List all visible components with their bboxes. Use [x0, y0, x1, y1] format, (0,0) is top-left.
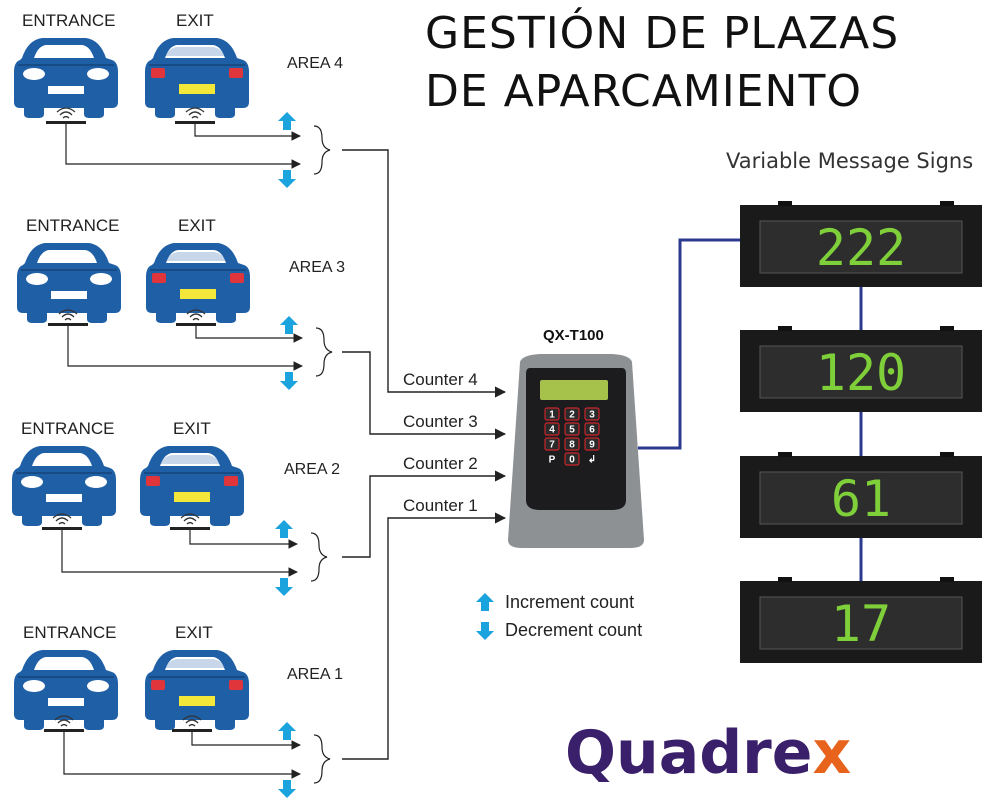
vms-title: Variable Message Signs	[726, 149, 973, 173]
area-2-group: ENTRANCE EXIT AREA 2	[12, 419, 340, 596]
exit-label: EXIT	[173, 419, 211, 438]
keypad-key	[584, 407, 600, 421]
area-4-group: ENTRANCE EXIT AREA 4	[14, 11, 343, 188]
increment-arrow-icon	[275, 520, 293, 538]
entrance-label: ENTRANCE	[23, 623, 117, 642]
message-sign: 222	[740, 201, 982, 287]
keypad-key	[545, 453, 559, 465]
decrement-arrow-icon	[275, 578, 293, 596]
entrance-sensor-icon	[45, 107, 87, 125]
device-display	[540, 380, 608, 400]
counter-4-label: Counter 4	[403, 370, 478, 389]
legend-increment-label: Increment count	[505, 592, 634, 612]
counter-2-wire	[342, 470, 507, 558]
counter-4-wire	[342, 149, 507, 398]
logo-text: Quadrex	[565, 718, 851, 788]
counter-3-wire	[342, 351, 507, 440]
counter-2-label: Counter 2	[403, 454, 478, 473]
exit-sensor-icon	[169, 513, 211, 531]
keypad-key-label: ↲	[588, 455, 596, 466]
keypad-key-label: 0	[569, 455, 575, 466]
quadrex-logo: Quadrex	[565, 718, 851, 788]
area-1-group: ENTRANCE EXIT AREA 1	[14, 623, 343, 798]
sign-value: 17	[831, 595, 891, 653]
entrance-label: ENTRANCE	[26, 216, 120, 235]
keypad-key	[584, 422, 600, 436]
exit-car-icon	[145, 650, 249, 730]
keypad-key-label: 4	[549, 425, 555, 436]
device-name: QX-T100	[543, 327, 604, 344]
keypad-key-label: P	[549, 455, 556, 466]
entrance-label: ENTRANCE	[21, 419, 115, 438]
sign-value: 222	[816, 219, 906, 277]
sign-value: 61	[831, 470, 891, 528]
keypad-key-label: 7	[549, 440, 555, 451]
entrance-car-icon	[17, 243, 121, 323]
sign-cable	[638, 238, 742, 450]
keypad-key-label: 9	[589, 440, 595, 451]
keypad-key-label: 2	[569, 410, 575, 421]
message-sign: 61	[740, 452, 982, 538]
increment-arrow-icon	[278, 112, 296, 130]
message-sign: 120	[740, 326, 982, 412]
area-4-label: AREA 4	[287, 55, 343, 72]
controller-device	[508, 354, 644, 548]
title-line-1: GESTIÓN DE PLAZAS	[425, 6, 899, 59]
keypad-key	[564, 437, 580, 451]
sign-value: 120	[816, 344, 906, 402]
increment-arrow-icon	[278, 722, 296, 740]
title-line-2: DE APARCAMIENTO	[425, 66, 862, 117]
area-3-group: ENTRANCE EXIT AREA 3	[17, 216, 345, 390]
entrance-label: ENTRANCE	[22, 11, 116, 30]
area-3-label: AREA 3	[289, 259, 345, 276]
keypad-key	[564, 422, 580, 436]
keypad-key	[564, 452, 580, 466]
keypad-key	[584, 437, 600, 451]
legend-increment-arrow-icon	[476, 593, 494, 611]
exit-sensor-icon	[174, 107, 216, 125]
legend-decrement-arrow-icon	[476, 622, 494, 640]
exit-car-icon	[146, 243, 250, 323]
decrement-arrow-icon	[280, 372, 298, 390]
variable-message-signs: 222 120 61 17	[740, 201, 982, 663]
entrance-car-icon	[14, 38, 118, 118]
area-2-label: AREA 2	[284, 461, 340, 478]
keypad-key	[544, 437, 560, 451]
counter-1-wire	[342, 512, 507, 760]
legend-decrement-label: Decrement count	[505, 620, 642, 640]
decrement-arrow-icon	[278, 170, 296, 188]
exit-car-icon	[145, 38, 249, 118]
exit-label: EXIT	[178, 216, 216, 235]
keypad-key	[544, 422, 560, 436]
keypad-key-label: 6	[589, 425, 595, 436]
exit-label: EXIT	[176, 11, 214, 30]
counter-3-label: Counter 3	[403, 412, 478, 431]
increment-arrow-icon	[280, 316, 298, 334]
keypad-key	[544, 407, 560, 421]
keypad-key-label: 8	[569, 440, 575, 451]
keypad-key	[585, 453, 599, 465]
keypad-key-label: 3	[589, 410, 595, 421]
keypad-key-label: 1	[549, 410, 555, 421]
counter-1-label: Counter 1	[403, 496, 478, 515]
entrance-car-icon	[14, 650, 118, 730]
device-keypad: 1 2 3 4 5 6 7 8 9P 0 ↲	[544, 407, 600, 466]
message-sign: 17	[740, 577, 982, 663]
area-1-label: AREA 1	[287, 666, 343, 683]
exit-label: EXIT	[175, 623, 213, 642]
keypad-key-label: 5	[569, 425, 575, 436]
entrance-sensor-icon	[41, 513, 83, 531]
keypad-key	[564, 407, 580, 421]
decrement-arrow-icon	[278, 780, 296, 798]
